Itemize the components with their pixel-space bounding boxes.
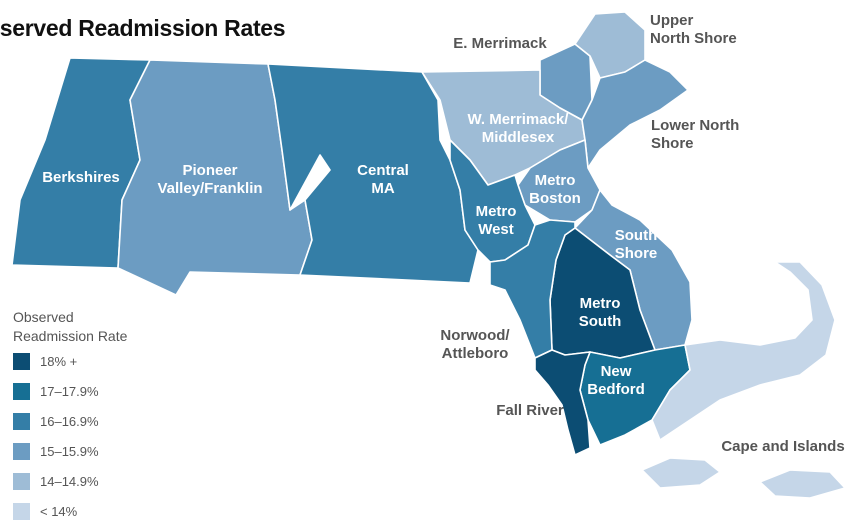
legend-label: < 14% — [40, 503, 78, 519]
legend-title: Observed Readmission Rate — [13, 309, 128, 344]
legend-swatch — [13, 472, 30, 490]
label-pioneer-valley-franklin: Pioneer Valley/Franklin — [157, 162, 263, 197]
legend: Observed Readmission Rate 18% + 17–17.9%… — [13, 308, 173, 526]
label-new-bedford: New Bedford — [587, 363, 645, 398]
region-cape-and-islands — [641, 261, 846, 499]
label-metro-west: Metro West — [475, 203, 517, 238]
legend-item: < 14% — [13, 496, 173, 526]
label-central-ma: Central MA — [357, 162, 409, 197]
region-fall-river — [534, 349, 591, 456]
label-metro-boston: Metro Boston — [529, 172, 581, 207]
label-south-shore: South Shore — [614, 227, 658, 262]
legend-swatch — [13, 382, 30, 400]
legend-item: 18% + — [13, 346, 173, 376]
legend-item: 17–17.9% — [13, 376, 173, 406]
label-cape-and-islands: Cape and Islands — [721, 438, 845, 455]
label-norwood-attleboro: Norwood/ Attleboro — [440, 327, 510, 362]
label-w-merrimack-middlesex: W. Merrimack/ Middlesex — [467, 111, 569, 146]
legend-swatch — [13, 412, 30, 430]
region-central-ma — [267, 63, 479, 284]
legend-label: 18% + — [40, 353, 78, 369]
legend-swatch — [13, 352, 30, 370]
legend-item: 15–15.9% — [13, 436, 173, 466]
label-upper-north-shore: Upper North Shore — [650, 12, 737, 47]
legend-item: 16–16.9% — [13, 406, 173, 436]
legend-item: 14–14.9% — [13, 466, 173, 496]
map-title: bserved Readmission Rates — [0, 15, 286, 41]
legend-label: 17–17.9% — [40, 383, 99, 399]
legend-label: 15–15.9% — [40, 443, 99, 459]
legend-label: 16–16.9% — [40, 413, 99, 429]
label-metro-south: Metro South — [578, 295, 622, 330]
legend-label: 14–14.9% — [40, 473, 99, 489]
legend-swatch — [13, 502, 30, 520]
label-lower-north-shore: Lower North Shore — [651, 117, 740, 152]
label-fall-river: Fall River — [496, 402, 564, 419]
legend-swatch — [13, 442, 30, 460]
region-norwood-attleboro — [489, 219, 576, 359]
label-berkshires: Berkshires — [42, 169, 120, 186]
label-e-merrimack: E. Merrimack — [453, 35, 547, 52]
